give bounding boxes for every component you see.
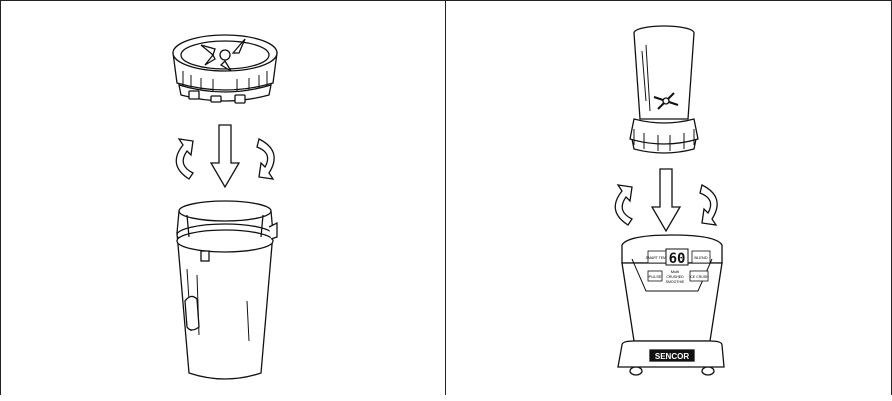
- rotate-right-arrow-icon: [257, 139, 274, 179]
- step-illustration-left: [1, 1, 447, 396]
- rotate-left-arrow-icon: [176, 139, 193, 179]
- step-panel-attach-blade: [0, 0, 446, 395]
- crushed-label: CRUSHED: [666, 275, 684, 279]
- inverted-cup-assembly: [630, 26, 698, 153]
- rotate-right-arrow-icon: [700, 185, 717, 225]
- smoothie-label: SMOOTHIE: [666, 280, 685, 284]
- brand-logo: SENCOR: [655, 352, 689, 361]
- ice-crush-label: ICE CRUSH: [689, 275, 709, 279]
- multi-label: Multi: [671, 269, 680, 274]
- down-arrow-icon: [652, 169, 680, 231]
- timer-display: 60: [669, 251, 686, 267]
- blend-button-label: BLEND: [694, 255, 707, 260]
- rotate-left-arrow-icon: [615, 185, 632, 225]
- step-illustration-right: SMART TEMP 60 BLEND PULSE Multi CRUSHED …: [446, 1, 892, 396]
- down-arrow-icon: [211, 125, 239, 187]
- blender-cup: [177, 201, 277, 379]
- blade-assembly: [173, 35, 277, 103]
- step-panel-attach-to-base: SMART TEMP 60 BLEND PULSE Multi CRUSHED …: [446, 0, 892, 395]
- pulse-button-label: PULSE: [648, 274, 661, 279]
